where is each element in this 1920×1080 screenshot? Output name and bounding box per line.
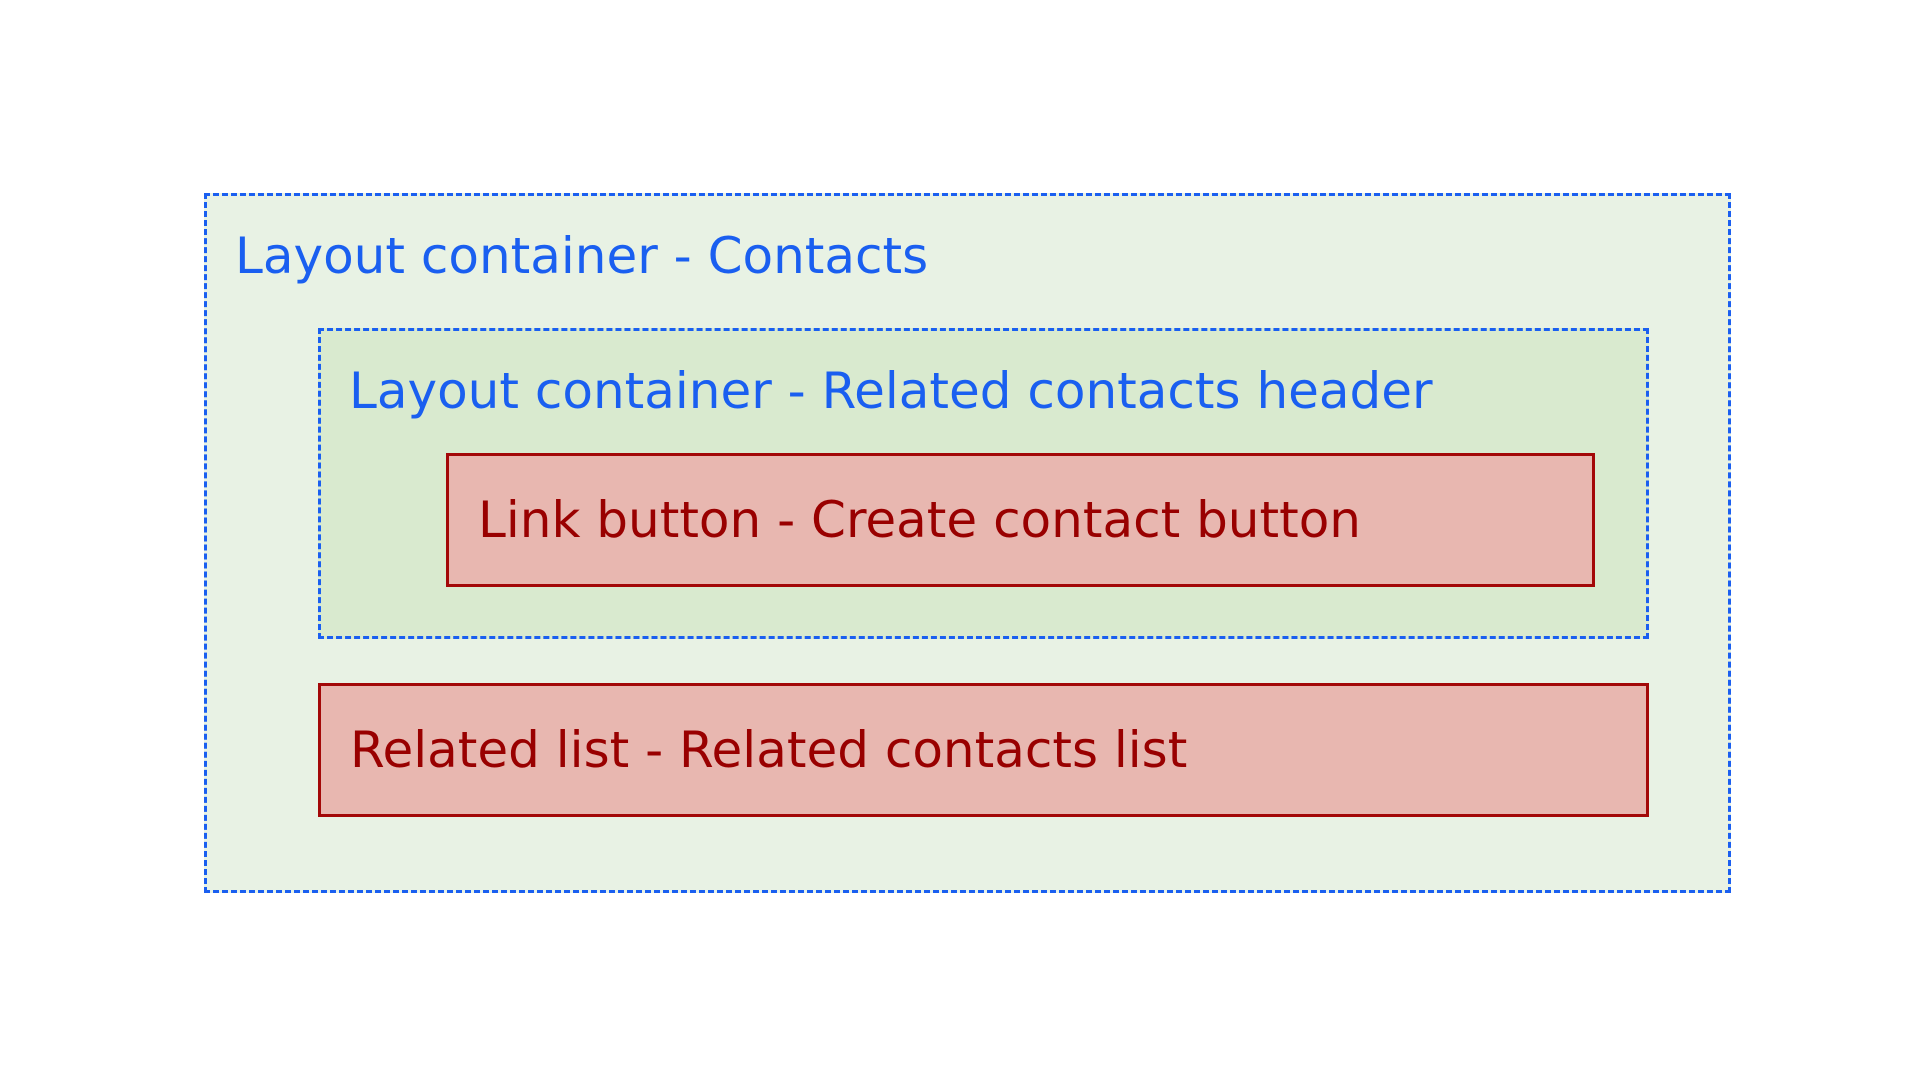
related-contacts-list-box: Related list - Related contacts list <box>318 683 1649 817</box>
create-contact-button-label: Link button - Create contact button <box>478 491 1361 549</box>
layout-container-related-contacts-header-label: Layout container - Related contacts head… <box>349 362 1433 420</box>
layout-container-contacts-label: Layout container - Contacts <box>235 227 929 285</box>
related-contacts-list-label: Related list - Related contacts list <box>350 721 1188 779</box>
create-contact-button-box: Link button - Create contact button <box>446 453 1595 587</box>
